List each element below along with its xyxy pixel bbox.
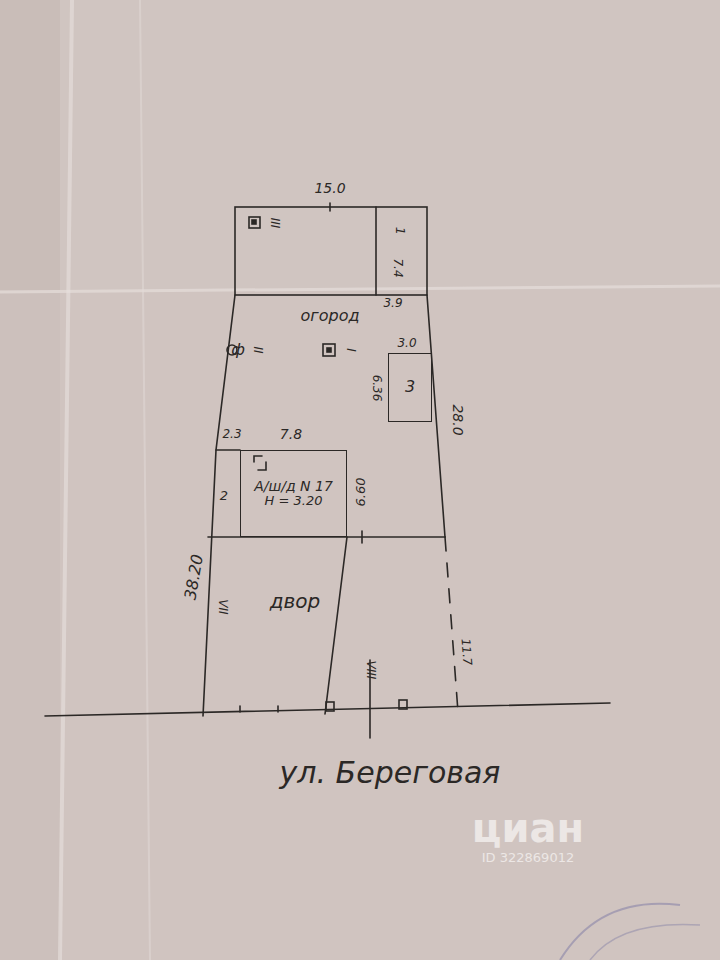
tree-symbol: ф bbox=[231, 341, 245, 359]
street-name: ул. Береговая bbox=[280, 756, 501, 789]
marker-number: 1 bbox=[393, 227, 407, 235]
dimension: 2.3 bbox=[222, 428, 241, 441]
watermark: циан bbox=[472, 806, 584, 850]
building-label: А/ш/д N 17 bbox=[254, 478, 333, 494]
marker-number: II bbox=[250, 346, 263, 353]
dimension: 2 bbox=[220, 489, 228, 503]
dimension: 38.20 bbox=[181, 553, 206, 601]
dimension: 6.60 bbox=[354, 478, 368, 507]
dimension: 11.7 bbox=[458, 638, 473, 666]
marker-number: VIII bbox=[363, 661, 376, 680]
building-label: 3 bbox=[405, 378, 415, 396]
area-name: огород bbox=[301, 307, 360, 325]
marker-number: I bbox=[343, 348, 356, 352]
outbuilding-outline: 3 bbox=[388, 353, 432, 422]
dimension: 28.0 bbox=[449, 404, 464, 435]
dimension: 7.4 bbox=[390, 258, 403, 277]
height-note: Н = 3.20 bbox=[265, 494, 323, 509]
dimension: 3.9 bbox=[383, 297, 402, 310]
dimension: 7.8 bbox=[280, 427, 302, 442]
dimension: 15.0 bbox=[314, 181, 345, 196]
dimension: 3.0 bbox=[397, 337, 416, 350]
dimension: 6.36 bbox=[369, 375, 382, 402]
marker-number: III bbox=[267, 218, 280, 229]
watermark: ID 322869012 bbox=[482, 851, 574, 865]
area-name: двор bbox=[270, 590, 321, 612]
house-outline: А/ш/д N 17Н = 3.20 bbox=[240, 450, 347, 537]
marker-number: VII bbox=[215, 599, 228, 614]
